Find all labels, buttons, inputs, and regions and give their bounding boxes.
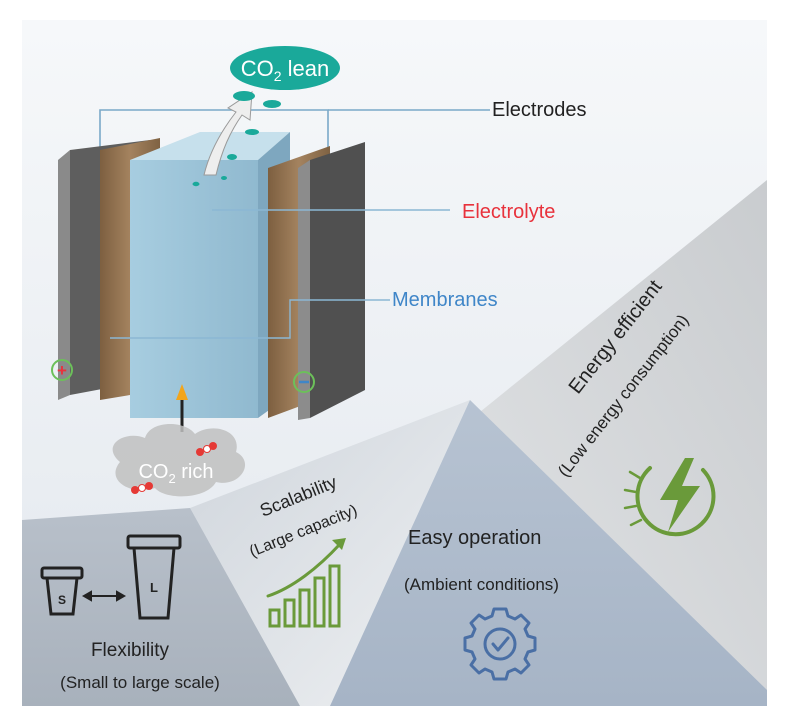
co2-inlet-arrow-head <box>176 384 188 400</box>
right-electrode <box>310 142 365 418</box>
lightning-power-icon <box>623 458 716 537</box>
right-electrode-side <box>298 160 310 420</box>
easy-operation-subtitle: (Ambient conditions) <box>404 575 559 594</box>
leader-lines <box>110 209 450 339</box>
small-cup-label: S <box>58 593 66 607</box>
electrolyte-top <box>130 132 290 160</box>
large-cup-label: L <box>150 580 158 595</box>
electrolyte-label: Electrolyte <box>462 201 555 223</box>
co2-molecule-icon <box>131 442 217 494</box>
flexibility-title: Flexibility <box>91 640 170 661</box>
electrode-wires <box>99 109 490 150</box>
plus-sign: + <box>57 361 67 380</box>
large-cup-icon: L <box>126 534 182 620</box>
co2-output-arrow <box>203 91 253 176</box>
gear-check-icon <box>463 607 537 681</box>
left-electrode-side <box>58 150 70 400</box>
flexibility-subtitle: (Small to large scale) <box>60 673 220 692</box>
co2-lean-cloud: CO2 lean <box>230 46 340 135</box>
electrodes-label: Electrodes <box>492 99 587 121</box>
energy-panel <box>470 180 767 706</box>
double-arrow-icon <box>81 590 127 602</box>
flexibility-section: S L Flexibility (Small to large scale) <box>40 534 220 692</box>
negative-terminal-icon <box>293 371 315 393</box>
co2-rich-cloud: CO2 rich <box>112 384 246 497</box>
co2-lean-label: CO2 lean <box>241 56 330 84</box>
positive-terminal-icon <box>51 359 73 381</box>
membranes-label: Membranes <box>392 289 498 311</box>
easy-operation-section: Easy operation (Ambient conditions) <box>404 527 559 681</box>
electrochemical-cell: + <box>51 132 365 420</box>
co2-bubbles-inside <box>192 154 237 187</box>
electrolyte-body <box>130 160 258 418</box>
co2-rich-label: CO2 rich <box>138 461 213 486</box>
bar-growth-icon <box>266 538 346 628</box>
small-cup-icon: S <box>40 566 84 616</box>
easy-operation-panel <box>330 400 767 706</box>
easy-operation-title: Easy operation <box>408 527 541 549</box>
flexibility-panel <box>22 508 300 706</box>
